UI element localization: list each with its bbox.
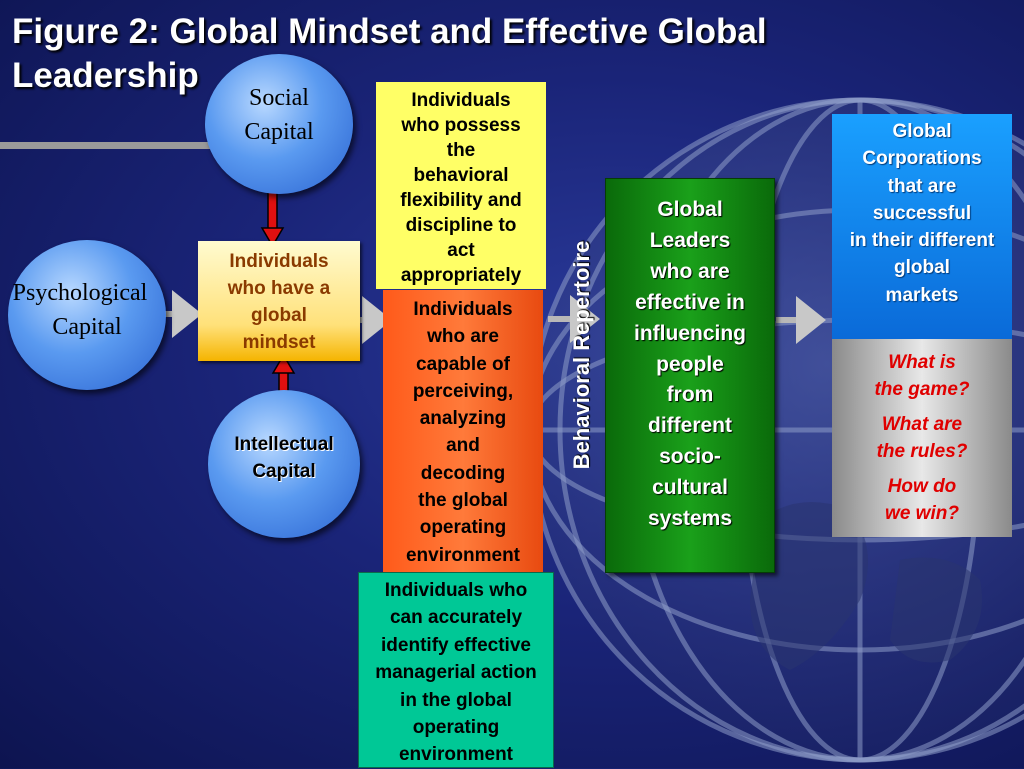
global-corporations-box: Global Corporations that are successful … xyxy=(832,114,1012,339)
questions-box: What is the game? What are the rules? Ho… xyxy=(832,339,1012,537)
behavioral-repertoire-label: Behavioral Repertoire xyxy=(569,240,594,470)
question-game: What is xyxy=(888,352,956,373)
slide-title: Figure 2: Global Mindset and Effective G… xyxy=(12,12,767,95)
title-underline xyxy=(0,142,215,149)
question-rules: What are xyxy=(881,414,963,435)
perceiving-box: Individuals who are capable of perceivin… xyxy=(383,290,543,572)
global-mindset-box: Individuals who have a global mindset xyxy=(198,241,360,361)
social-capital-label: Social xyxy=(248,85,309,111)
question-win: How do xyxy=(887,476,957,497)
intellectual-capital-label: Intellectual xyxy=(234,434,334,455)
identify-action-box: Individuals who can accurately identify … xyxy=(358,572,554,768)
psychological-capital-label: Psychological xyxy=(12,280,148,306)
psychological-capital-circle: Psychological Capital xyxy=(8,240,166,390)
behavioral-flexibility-box: Individuals who possess the behavioral f… xyxy=(376,82,546,289)
global-leaders-box: Global Leaders who are effective in infl… xyxy=(605,178,775,573)
social-capital-circle: Social Capital xyxy=(205,54,353,194)
intellectual-capital-circle: Intellectual Capital xyxy=(208,390,360,538)
